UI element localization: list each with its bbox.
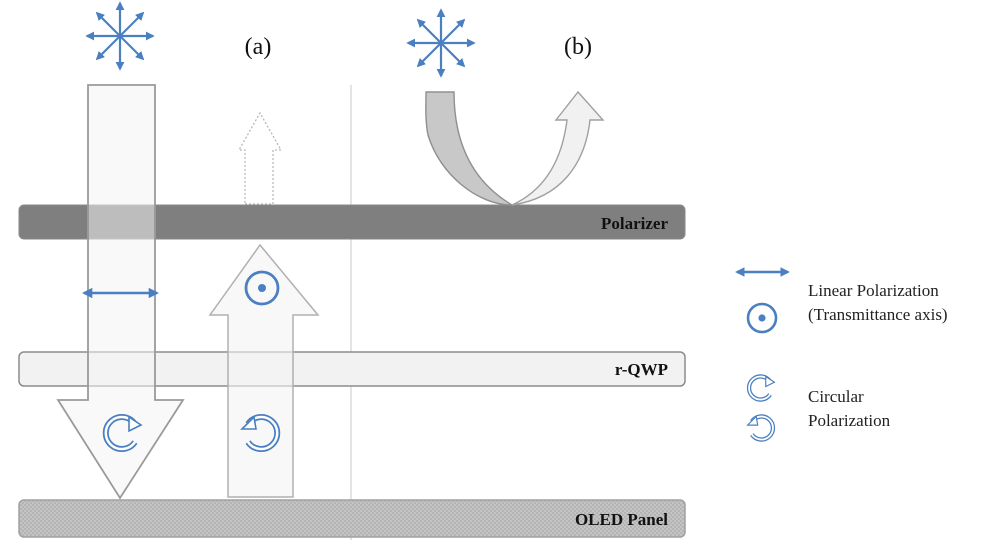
legend-clockwise-circular-arrow-icon bbox=[749, 376, 774, 399]
legend-circular-line2: Polarization bbox=[808, 411, 891, 430]
qwp-label: r-QWP bbox=[615, 360, 668, 379]
qwp-layer: r-QWP bbox=[18, 351, 686, 387]
blocked-light-arrow bbox=[237, 111, 283, 205]
legend-linear-line2: (Transmittance axis) bbox=[808, 305, 948, 324]
incident-light-arrow bbox=[56, 84, 185, 500]
surface-reflection-arrow bbox=[425, 90, 605, 206]
circled-dot-icon bbox=[244, 270, 280, 306]
unpolarized-light-icon bbox=[408, 10, 474, 76]
legend: Linear Polarization (Transmittance axis)… bbox=[735, 267, 948, 440]
oled-panel-label: OLED Panel bbox=[575, 510, 668, 529]
unpolarized-light-icon bbox=[87, 3, 153, 69]
legend-circled-dot-icon bbox=[746, 302, 778, 334]
legend-circular-line1: Circular bbox=[808, 387, 864, 406]
legend-counterclockwise-circular-arrow-icon bbox=[748, 416, 773, 439]
polarizer-label: Polarizer bbox=[601, 214, 668, 233]
reflected-light-arrow bbox=[208, 243, 320, 498]
panel-label-a: (a) bbox=[245, 34, 272, 60]
panel-label-b: (b) bbox=[564, 34, 592, 60]
legend-linear-line1: Linear Polarization bbox=[808, 281, 939, 300]
polarizer-layer: Polarizer bbox=[18, 204, 686, 240]
oled-panel-layer: OLED Panel bbox=[18, 499, 686, 538]
